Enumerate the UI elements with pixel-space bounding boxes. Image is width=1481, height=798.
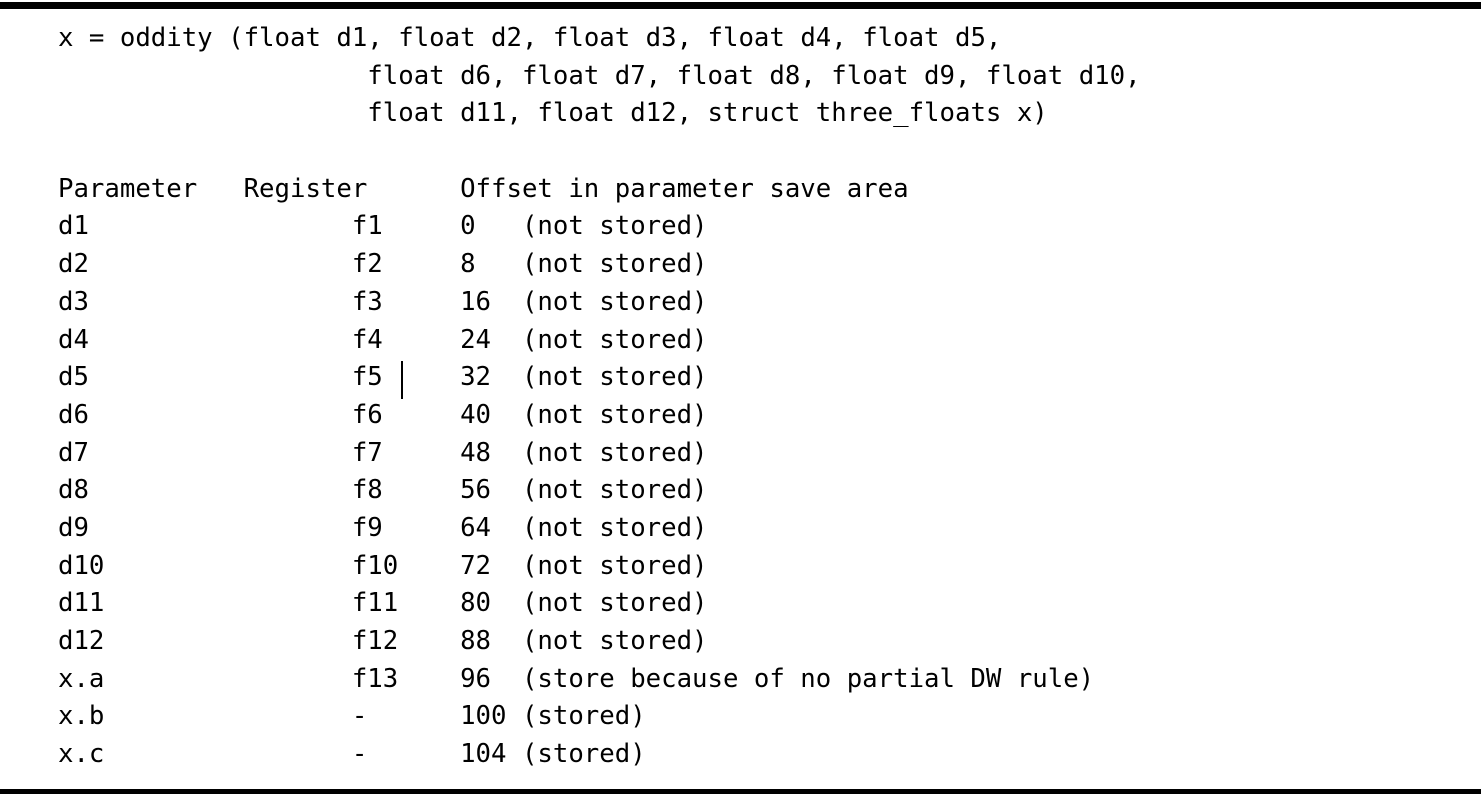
cell-note: (not stored)	[521, 211, 708, 242]
table-row: x.c - 104 (stored)	[58, 736, 1141, 774]
table-header-row: Parameter Register Offset in parameter sav…	[58, 171, 1141, 209]
cell-note: (not stored)	[521, 626, 708, 656]
cell-register: f8	[351, 475, 383, 506]
table-row: d10 f10 72 (not stored)	[58, 548, 1141, 586]
table-row: d8 f8 56 (not stored)	[58, 472, 1141, 510]
cell-register: f3	[351, 286, 383, 317]
cell-parameter: d12	[58, 626, 105, 656]
cell-register: f2	[351, 249, 383, 280]
cell-register: f7	[351, 437, 383, 468]
cell-offset: 100	[460, 701, 507, 732]
cell-offset: 72	[460, 550, 492, 581]
cell-parameter: d11	[58, 588, 105, 619]
cell-parameter: d6	[58, 399, 89, 430]
cell-offset: 24	[460, 324, 492, 355]
cell-parameter: d7	[58, 437, 89, 468]
monospace-text-block: x = oddity (float d1, float d2, float d3…	[58, 20, 1141, 774]
cell-parameter: d1	[58, 211, 89, 242]
cell-note: (stored)	[521, 701, 646, 732]
function-signature-line: x = oddity (float d1, float d2, float d3…	[58, 23, 1002, 53]
function-signature-line: float d6, float d7, float d8, float d9, …	[58, 60, 1141, 91]
cell-parameter: d2	[58, 249, 89, 280]
cell-offset: 64	[460, 512, 492, 543]
cell-parameter: x.c	[58, 739, 105, 770]
cell-register: f6	[351, 399, 383, 430]
cell-offset: 48	[460, 437, 492, 468]
cell-offset: 32	[460, 362, 492, 393]
cell-parameter: d4	[58, 324, 89, 355]
column-header-parameter: Parameter	[58, 173, 198, 204]
cell-offset: 40	[460, 399, 492, 430]
table-row: d2 f2 8 (not stored)	[58, 246, 1141, 284]
cell-parameter: d3	[58, 286, 89, 317]
cell-offset: 16	[460, 286, 492, 317]
table-row: d5 f5 32 (not stored)	[58, 359, 1141, 397]
cell-register: f9	[351, 512, 383, 543]
column-header-offset: Offset in parameter save area	[460, 173, 909, 204]
table-row: d9 f9 64 (not stored)	[58, 510, 1141, 548]
cell-offset: 0	[460, 211, 476, 242]
cell-register: f13	[351, 663, 399, 694]
cell-register: -	[351, 739, 368, 770]
table-row: d12 f12 88 (not stored)	[58, 623, 1141, 661]
cell-register: -	[351, 701, 368, 732]
cell-note: (not stored)	[521, 362, 708, 393]
text-cursor	[401, 361, 403, 399]
cell-parameter: d9	[58, 512, 89, 543]
cell-parameter: d10	[58, 550, 105, 581]
table-row: d11 f11 80 (not stored)	[58, 585, 1141, 623]
cell-register: f12	[351, 626, 399, 656]
cell-parameter: x.b	[58, 701, 105, 732]
cell-offset: 80	[460, 588, 492, 619]
table-row: x.a f13 96 (store because of no partial DW …	[58, 661, 1141, 699]
cell-note: (not stored)	[521, 399, 708, 430]
cell-offset: 88	[460, 626, 492, 656]
table-row: x.b - 100 (stored)	[58, 698, 1141, 736]
cell-offset: 96	[460, 663, 492, 694]
cell-parameter: d5	[58, 362, 89, 393]
cell-note: (not stored)	[521, 324, 708, 355]
cell-parameter: d8	[58, 475, 89, 506]
cell-register: f10	[351, 550, 399, 581]
blank-line	[58, 133, 1141, 171]
cell-note: (not stored)	[521, 512, 708, 543]
cell-register: f11	[351, 588, 399, 619]
cell-parameter: x.a	[58, 663, 105, 694]
cell-offset: 8	[460, 249, 476, 280]
top-rule	[0, 2, 1481, 9]
cell-offset: 56	[460, 475, 492, 506]
cell-register: f5	[351, 362, 383, 393]
cell-note: (store because of no partial DW rule)	[521, 663, 1095, 694]
cell-offset: 104	[460, 739, 507, 770]
cell-note: (not stored)	[521, 286, 708, 317]
cell-note: (not stored)	[521, 588, 708, 619]
cell-note: (not stored)	[521, 249, 708, 280]
cell-note: (not stored)	[521, 437, 708, 468]
cell-note: (not stored)	[521, 475, 708, 506]
cell-register: f1	[351, 211, 383, 242]
table-row: d4 f4 24 (not stored)	[58, 322, 1141, 360]
cell-note: (stored)	[521, 739, 646, 770]
table-row: d1 f1 0 (not stored)	[58, 208, 1141, 246]
function-signature-line: float d11, float d12, struct three_float…	[58, 98, 1048, 129]
cell-note: (not stored)	[521, 550, 708, 581]
column-header-register: Register	[243, 173, 368, 204]
table-row: d3 f3 16 (not stored)	[58, 284, 1141, 322]
table-row: d7 f7 48 (not stored)	[58, 435, 1141, 473]
bottom-rule	[0, 789, 1481, 794]
table-row: d6 f6 40 (not stored)	[58, 397, 1141, 435]
cell-register: f4	[351, 324, 383, 355]
